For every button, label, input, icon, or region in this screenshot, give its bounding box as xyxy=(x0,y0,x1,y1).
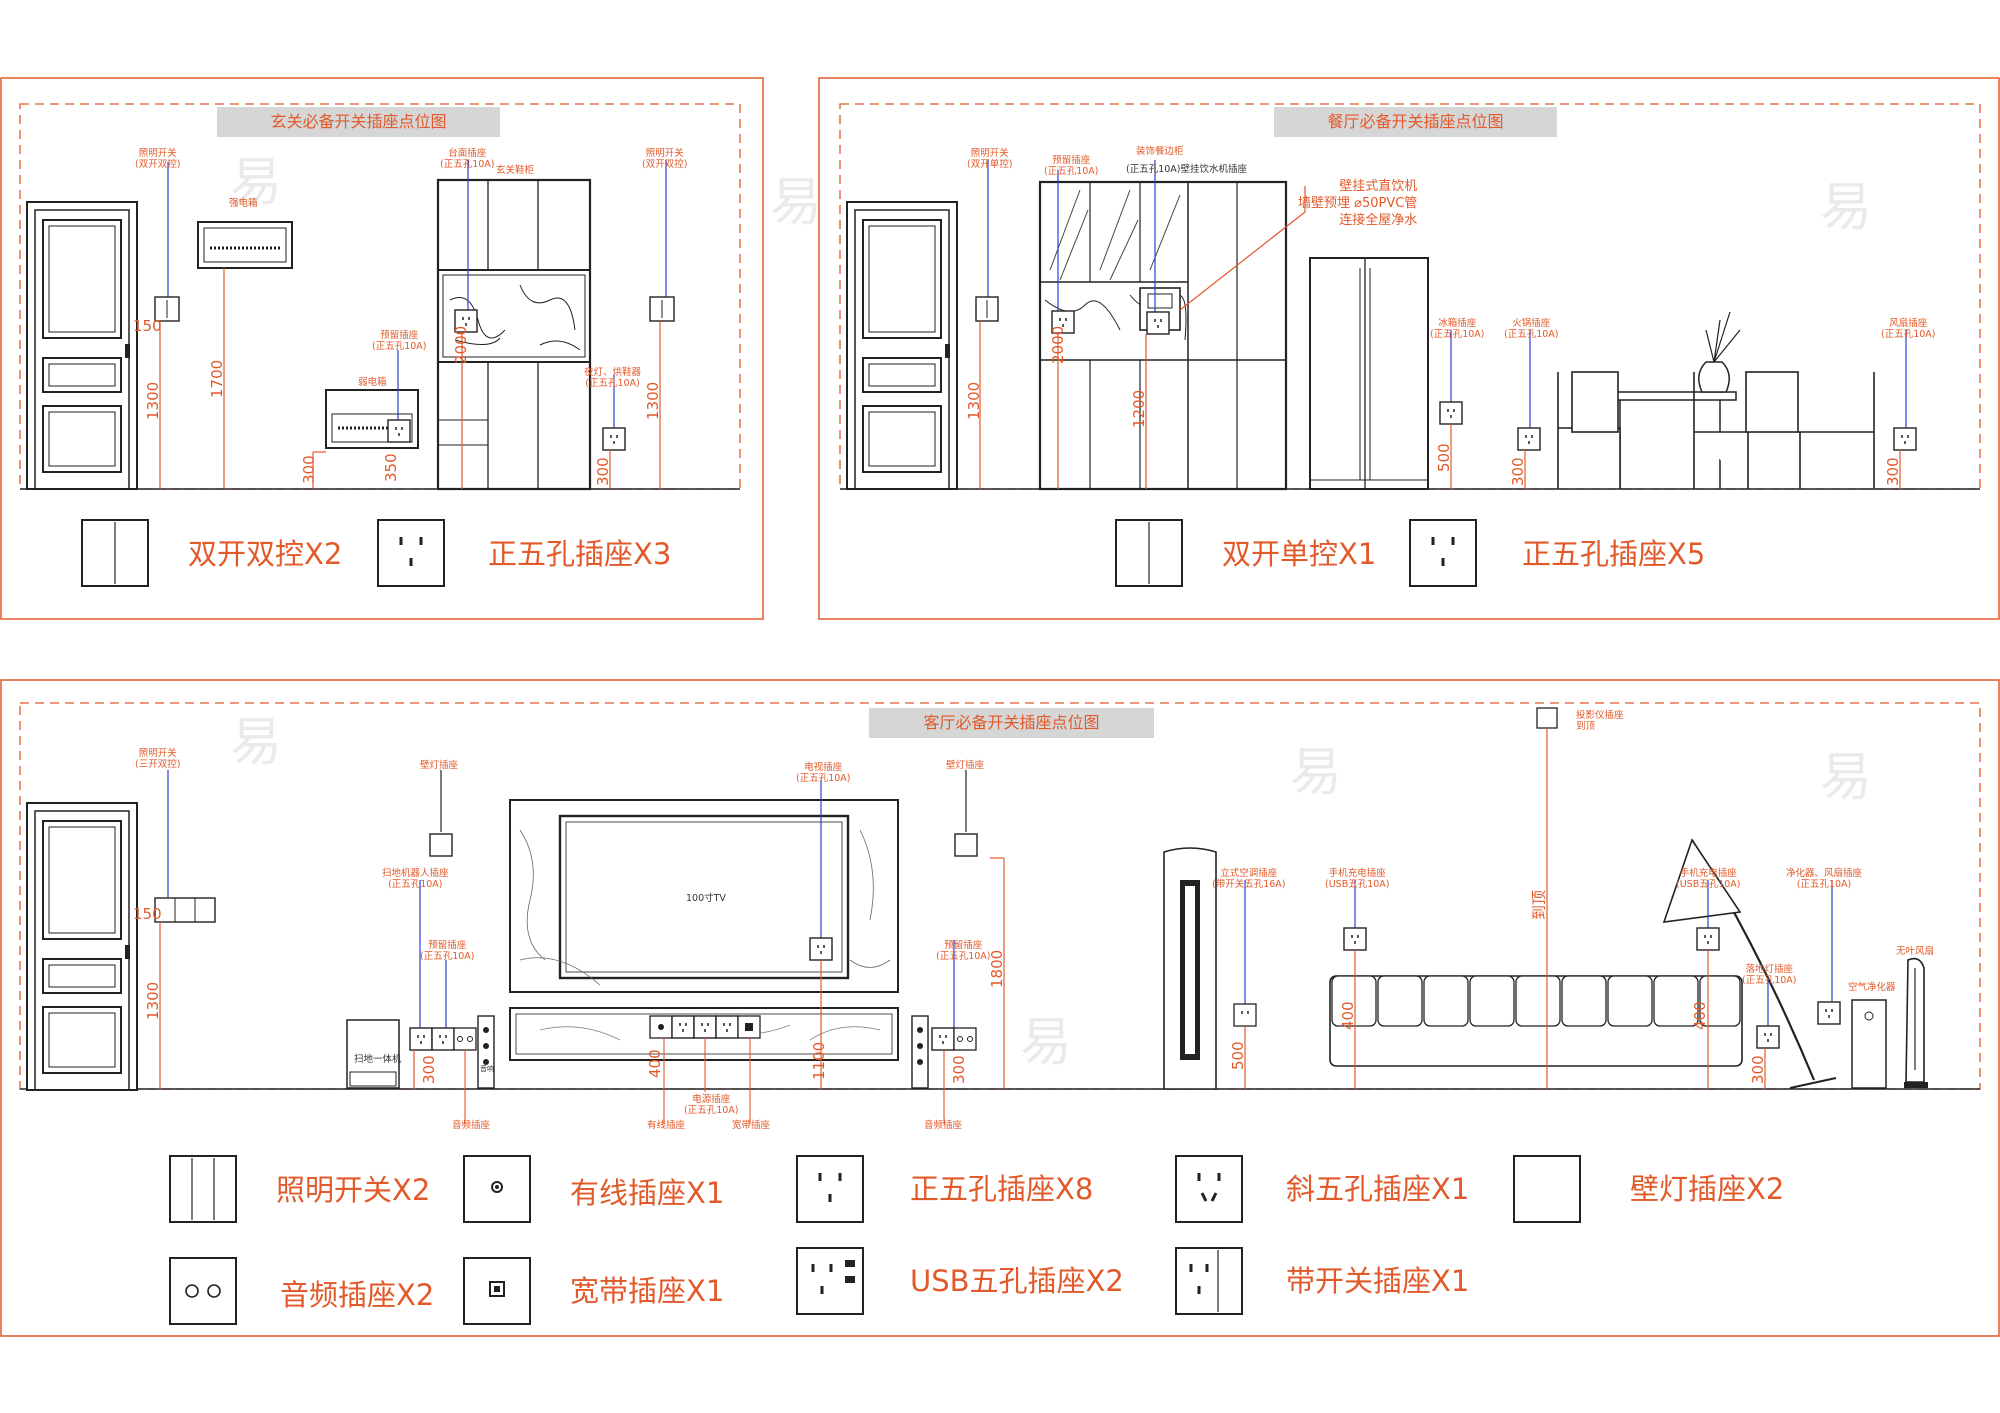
living-robot-label: 扫地一体机 xyxy=(354,1054,402,1065)
foyer-dim-1700: 1700 xyxy=(208,359,226,398)
foyer-dim-1300-right: 1300 xyxy=(644,381,662,420)
foyer-dim-150: 150 xyxy=(133,317,162,335)
foyer-weak-box-label: 弱电箱 xyxy=(358,377,387,388)
dining-note: 壁挂式直饮机 墙壁预埋 ⌀50PVC管 连接全屋净水 xyxy=(1298,179,1418,228)
living-panel xyxy=(0,679,2000,1337)
dining-panel xyxy=(818,77,2000,620)
dining-title: 餐厅必备开关插座点位图 xyxy=(1274,107,1557,137)
dining-dim-1300: 1300 xyxy=(965,381,983,420)
watermark-glyph: 易 xyxy=(770,173,823,233)
dining-fan-socket-label: 风扇插座 (正五孔10A) xyxy=(1881,318,1936,340)
living-speaker-label: 音响 xyxy=(480,1065,494,1073)
foyer-light-switch-right-label: 照明开关 (双开双控) xyxy=(642,148,688,170)
living-audio-right-label: 音频插座 xyxy=(924,1120,963,1131)
foyer-legend-switch: 双开双控X2 xyxy=(188,537,343,571)
dining-dim-500: 500 xyxy=(1435,443,1453,472)
watermark-glyph: 易 xyxy=(1820,748,1873,808)
foyer-dim-300-left: 300 xyxy=(300,455,318,484)
foyer-dim-2000: 2000 xyxy=(452,325,470,364)
dining-dim-1200: 1200 xyxy=(1130,389,1148,428)
dining-dim-2000: 2000 xyxy=(1049,325,1067,364)
living-to-top-label: 到顶 xyxy=(1530,889,1548,920)
living-dim-1300: 1300 xyxy=(144,981,162,1020)
living-legend-switched: 带开关插座X1 xyxy=(1286,1264,1470,1298)
dining-legend-socket: 正五孔插座X5 xyxy=(1522,537,1706,571)
living-legend-usb: USB五孔插座X2 xyxy=(910,1264,1124,1298)
living-dim-300-c: 300 xyxy=(1749,1055,1767,1084)
living-phone-socket-label: 手机充电插座 (USB五孔10A) xyxy=(1325,868,1390,890)
living-cable-label: 有线插座 xyxy=(647,1120,686,1131)
living-dim-400-c: 400 xyxy=(1691,1001,1709,1030)
living-legend-cable: 有线插座X1 xyxy=(570,1176,725,1210)
foyer-dim-350: 350 xyxy=(382,453,400,482)
living-tv-socket-label: 电视插座 (正五孔10A) xyxy=(796,762,851,784)
living-dim-500: 500 xyxy=(1229,1041,1247,1070)
foyer-night-light-label: 夜灯、烘鞋器 (正五孔10A) xyxy=(584,367,642,389)
foyer-distribution-box-label: 强电箱 xyxy=(229,198,258,209)
living-power-strip-label: 电源插座 (正五孔10A) xyxy=(684,1094,739,1116)
living-legend-five-hole: 正五孔插座X8 xyxy=(910,1172,1094,1206)
dining-spare-socket-label: 预留插座 (正五孔10A) xyxy=(1044,155,1099,177)
foyer-spare-socket-label: 预留插座 (正五孔10A) xyxy=(372,330,427,352)
living-bladeless-fan-label: 无叶风扇 xyxy=(1896,946,1935,957)
living-title: 客厅必备开关插座点位图 xyxy=(869,708,1154,738)
living-projector-socket-label: 投影仪插座 到顶 xyxy=(1576,710,1624,732)
foyer-cabinet-label: 玄关鞋柜 xyxy=(496,165,535,176)
living-light-switch-label: 照明开关 (三开双控) xyxy=(135,748,181,770)
dining-water-socket-label: (正五孔10A)壁挂饮水机插座 xyxy=(1126,164,1248,175)
dining-dim-300-b: 300 xyxy=(1884,457,1902,486)
dining-dim-300-a: 300 xyxy=(1509,457,1527,486)
living-floor-lamp-socket-label: 落地灯插座 (正五孔10A) xyxy=(1742,964,1797,986)
living-tv-label: 100寸TV xyxy=(686,893,726,904)
living-purifier-socket-label: 净化器、风扇插座 (正五孔10A) xyxy=(1786,868,1863,890)
living-legend-slanted: 斜五孔插座X1 xyxy=(1286,1172,1470,1206)
living-dim-1100: 1100 xyxy=(810,1041,828,1080)
foyer-dim-300-right: 300 xyxy=(594,457,612,486)
foyer-dim-1300-left: 1300 xyxy=(144,381,162,420)
foyer-light-switch-left-label: 照明开关 (双开双控) xyxy=(135,148,181,170)
dining-legend-icons xyxy=(1115,519,1477,587)
living-ac-socket-label: 立式空调插座 (带开关五孔16A) xyxy=(1212,868,1286,890)
watermark-glyph: 易 xyxy=(1020,1013,1073,1073)
living-dim-400-b: 400 xyxy=(1339,1001,1357,1030)
living-dim-1800: 1800 xyxy=(988,949,1006,988)
foyer-legend-icons xyxy=(81,519,445,587)
living-legend-icons xyxy=(169,1155,1581,1325)
living-dim-150: 150 xyxy=(133,905,162,923)
living-legend-switch: 照明开关X2 xyxy=(276,1173,431,1207)
watermark-glyph: 易 xyxy=(1820,178,1873,238)
living-audio-left-label: 音频插座 xyxy=(452,1120,491,1131)
living-dim-300-b: 300 xyxy=(950,1055,968,1084)
living-spare-right-label: 预留插座 (正五孔10A) xyxy=(936,940,991,962)
foyer-panel xyxy=(0,77,764,620)
dining-hotpot-socket-label: 火锅插座 (正五孔10A) xyxy=(1504,318,1559,340)
watermark-glyph: 易 xyxy=(230,713,283,773)
living-legend-wall-lamp: 壁灯插座X2 xyxy=(1630,1172,1785,1206)
foyer-title: 玄关必备开关插座点位图 xyxy=(217,107,500,137)
dining-legend-switch: 双开单控X1 xyxy=(1222,537,1377,571)
living-robot-socket-label: 扫地机器人插座 (正五孔10A) xyxy=(382,868,449,890)
foyer-legend-socket: 正五孔插座X3 xyxy=(488,537,672,571)
living-legend-broadband: 宽带插座X1 xyxy=(570,1274,725,1308)
living-spare-left-label: 预留插座 (正五孔10A) xyxy=(420,940,475,962)
dining-light-switch-label: 照明开关 (双开单控) xyxy=(967,148,1013,170)
living-dim-300-a: 300 xyxy=(420,1055,438,1084)
living-wall-lamp-left-label: 壁灯插座 xyxy=(420,760,459,771)
foyer-counter-socket-label: 台面插座 (正五孔10A) xyxy=(440,148,495,170)
living-dim-400: 400 xyxy=(646,1049,664,1078)
living-broadband-label: 宽带插座 xyxy=(732,1120,771,1131)
living-legend-audio: 音频插座X2 xyxy=(280,1278,435,1312)
living-phone-socket-right-label: 手机充电插座 (USB五孔10A) xyxy=(1676,868,1741,890)
living-wall-lamp-right-label: 壁灯插座 xyxy=(946,760,985,771)
watermark-glyph: 易 xyxy=(1290,743,1343,803)
watermark-glyph: 易 xyxy=(230,153,283,213)
living-air-purifier-label: 空气净化器 xyxy=(1848,982,1896,993)
dining-fridge-socket-label: 冰箱插座 (正五孔10A) xyxy=(1430,318,1485,340)
dining-sideboard-label: 装饰餐边柜 xyxy=(1136,146,1184,157)
